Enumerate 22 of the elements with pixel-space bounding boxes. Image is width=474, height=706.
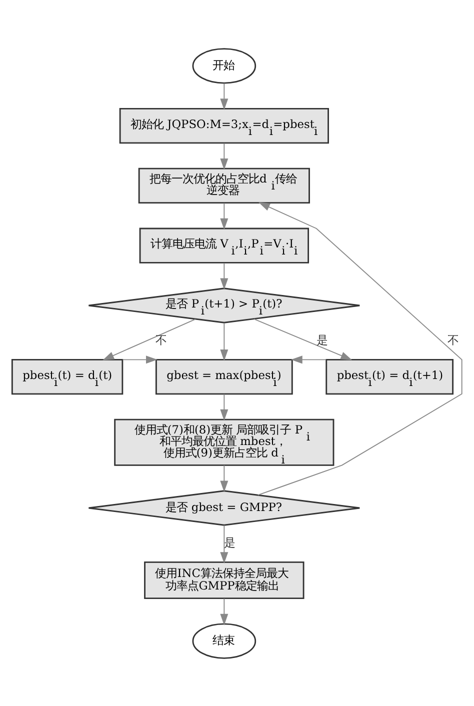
arrow: [220, 82, 228, 110]
node-ellipse: 开始: [192, 48, 256, 84]
arrow: [220, 598, 228, 625]
edge-label: 不: [156, 332, 167, 347]
arrow: [254, 318, 352, 360]
edge-label: 不: [448, 332, 459, 347]
edge-label: 是: [224, 535, 236, 550]
arrow: [290, 355, 327, 364]
arrow: [220, 202, 228, 230]
arrow: [220, 262, 228, 290]
arrow: [220, 464, 228, 492]
arrow: [257, 202, 462, 496]
arrow: [220, 322, 228, 360]
node-diamond: 是否 gbest = GMPP?: [88, 490, 360, 526]
node-ellipse: 结束: [192, 622, 256, 658]
arrow: [122, 355, 158, 364]
arrow: [220, 393, 228, 420]
arrow: [220, 142, 228, 170]
arrow: [220, 524, 228, 564]
node-box: 使用INC算法保持全局最大功率点GMPP稳定输出: [144, 560, 304, 599]
arrow: [102, 318, 196, 360]
edge-label: 是: [316, 332, 328, 347]
